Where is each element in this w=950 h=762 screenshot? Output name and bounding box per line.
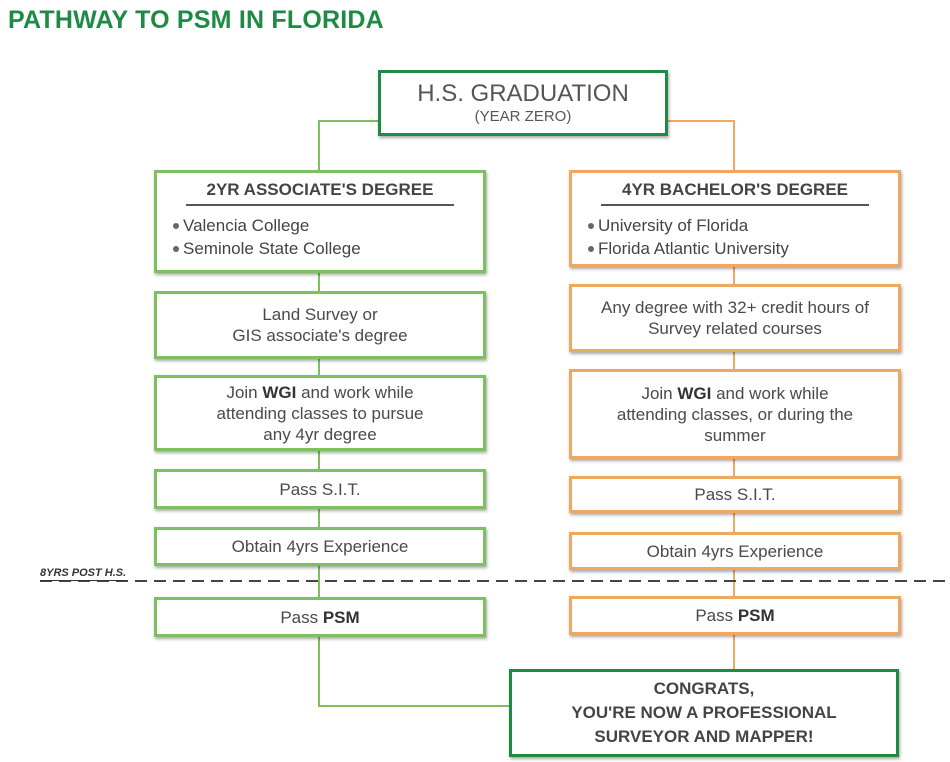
congrats-line: SURVEYOR AND MAPPER! (594, 727, 814, 746)
school-item: Seminole State College (157, 237, 361, 260)
hs-graduation-title: H.S. GRADUATION (417, 80, 629, 107)
congrats-line: YOU'RE NOW A PROFESSIONAL (571, 703, 837, 722)
hs-graduation-box: H.S. GRADUATION (YEAR ZERO) (378, 70, 668, 136)
step-text: Any degree with 32+ credit hours of (601, 298, 869, 317)
right-step-any-degree: Any degree with 32+ credit hours of Surv… (569, 284, 901, 352)
step-text: Pass PSM (695, 606, 775, 625)
title-emphasis: PSM (176, 6, 232, 34)
bachelor-degree-title: 4YR BACHELOR'S DEGREE (601, 179, 869, 206)
step-text: any 4yr degree (263, 424, 377, 444)
school-item: Florida Atlantic University (572, 237, 789, 260)
step-text: Land Survey or (262, 305, 378, 324)
left-step-pass-psm: Pass PSM (154, 597, 486, 637)
school-item: Valencia College (157, 214, 309, 237)
left-step-join-wgi: Join WGI and work while attending classe… (154, 375, 486, 451)
milestone-label: 8YRS POST H.S. (40, 567, 127, 581)
step-text: Survey related courses (648, 319, 822, 338)
step-text: GIS associate's degree (232, 326, 408, 345)
congrats-box: CONGRATS, YOU'RE NOW A PROFESSIONAL SURV… (509, 669, 899, 757)
school-item: University of Florida (572, 214, 748, 237)
left-step-experience: Obtain 4yrs Experience (154, 527, 486, 566)
left-step-pass-sit: Pass S.I.T. (154, 469, 486, 509)
step-text: Join WGI and work while (226, 382, 414, 402)
step-text: attending classes, or during the (616, 404, 854, 424)
step-text: Pass PSM (280, 607, 360, 627)
right-step-join-wgi: Join WGI and work while attending classe… (569, 369, 901, 459)
step-text: Pass S.I.T. (279, 479, 361, 499)
step-text: Obtain 4yrs Experience (231, 537, 409, 556)
page-title: PATHWAY TO PSM IN FLORIDA (8, 6, 384, 34)
right-connectors (668, 120, 735, 670)
right-step-pass-psm: Pass PSM (569, 596, 901, 635)
step-text: Join WGI and work while (641, 383, 829, 403)
step-text: summer (704, 425, 766, 445)
step-text: Obtain 4yrs Experience (646, 541, 824, 561)
congrats-line: CONGRATS, (653, 679, 755, 698)
left-step-land-survey: Land Survey or GIS associate's degree (154, 291, 486, 359)
step-text: attending classes to pursue (216, 403, 424, 423)
associate-degree-box: 2YR ASSOCIATE'S DEGREE Valencia College … (154, 170, 486, 273)
associate-degree-title: 2YR ASSOCIATE'S DEGREE (186, 179, 454, 206)
hs-graduation-subtitle: (YEAR ZERO) (474, 108, 572, 125)
step-text: Pass S.I.T. (694, 485, 776, 504)
left-connectors (318, 120, 510, 707)
right-step-experience: Obtain 4yrs Experience (569, 532, 901, 570)
bachelor-degree-box: 4YR BACHELOR'S DEGREE University of Flor… (569, 170, 901, 267)
right-step-pass-sit: Pass S.I.T. (569, 476, 901, 513)
